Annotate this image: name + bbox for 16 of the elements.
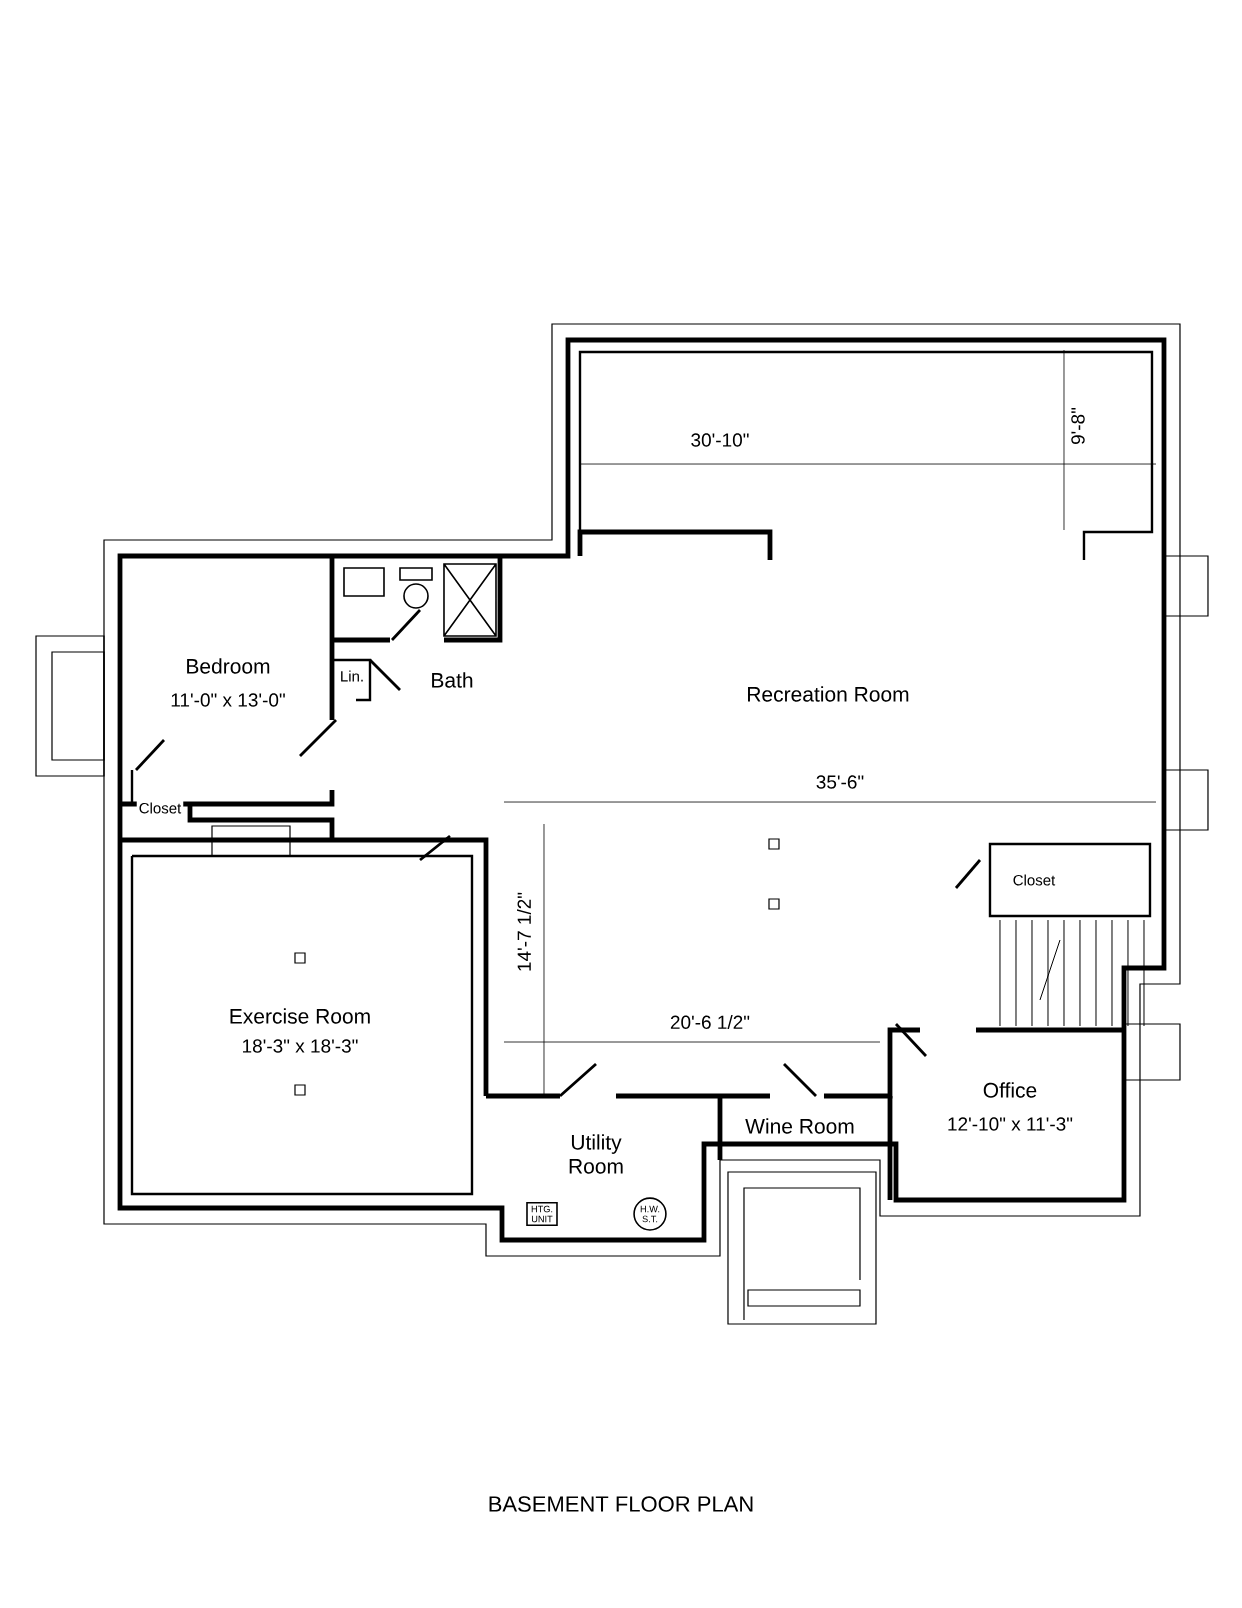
dimension-label: 35'-6"	[813, 773, 867, 791]
dimension-label: 18'-3" x 18'-3"	[239, 1037, 361, 1055]
room-label: Bedroom	[187, 658, 270, 674]
dimension-label: 12'-10" x 11'-3"	[945, 1115, 1075, 1133]
room-label: Utility Room	[569, 1134, 623, 1174]
room-label: Office	[983, 1082, 1037, 1098]
dimension-label: 30'-10"	[688, 431, 752, 449]
dimension-label: 20'-6 1/2"	[667, 1013, 753, 1031]
dimension-label: 9'-8"	[1069, 405, 1087, 447]
room-label: Recreation Room	[748, 686, 909, 702]
dimension-label: 14'-7 1/2"	[515, 889, 533, 975]
room-label: Exercise Room	[230, 1008, 370, 1024]
dimension-label: 11'-0" x 13'-0"	[168, 691, 288, 709]
plan-title: BASEMENT FLOOR PLAN	[489, 1496, 753, 1512]
room-label: Bath	[432, 672, 473, 688]
room-label: Wine Room	[745, 1118, 854, 1134]
